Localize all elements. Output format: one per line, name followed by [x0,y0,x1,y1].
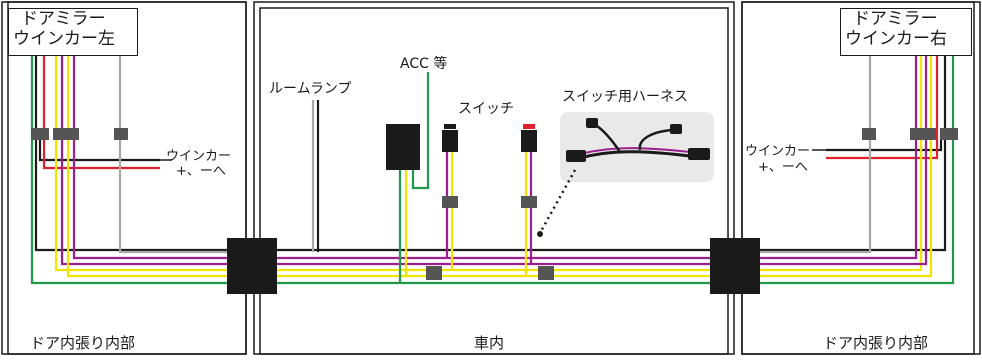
wire-magenta-left-2 [72,55,235,260]
wire-acc-green [411,72,430,190]
wire-black-left [34,55,235,252]
connector-main-2 [538,266,554,280]
wire-red-left [42,55,160,170]
mirror-right-box: ドアミラー ウインカー右 [840,8,972,56]
mirror-left-box: ドアミラー ウインカー左 [8,8,138,56]
harness-plug-right [688,148,710,160]
right-connectors [862,128,958,140]
door-right-label: ドア内張り内部 [823,334,928,352]
winker-right-label-line1: ウインカー [745,144,810,159]
harness-cable-magenta [579,147,691,155]
wire-magenta-right-1 [752,55,928,266]
harness-pointer-line [538,169,577,234]
connector-left-1 [31,128,49,140]
junction-block-right [710,238,760,294]
switch-harness-label: スイッチ用ハーネス [562,89,688,105]
acc-label: ACC 等 [400,55,447,72]
connector-left-2 [53,128,79,140]
switch-1-body [442,130,458,152]
wire-yellow-left-1 [54,55,235,272]
winker-left-label-line2: +、ーへ [176,164,226,179]
mirror-right-line2: ウインカー右 [845,29,947,49]
connector-switch-2 [521,196,537,208]
winker-right-label-line2: +、ーへ [758,160,808,175]
left-connectors [31,128,128,140]
wire-gray-right [752,55,872,254]
panel-center-inner [259,7,729,355]
connector-right-1 [862,128,876,140]
center-harness [250,72,736,285]
connector-switch-1 [442,196,458,208]
wire-red-right [826,55,939,160]
switch-2-body [521,130,537,152]
junction-block-left [227,238,277,294]
acc-relay-box [386,124,420,170]
harness-photo-bg [560,112,714,182]
switch-1-cap [444,124,456,129]
wire-magenta-right-2 [752,55,918,260]
room-lamp-label: ルームランプ [269,81,351,97]
wire-gray-left [118,55,235,254]
switch-2-cap [523,124,535,129]
wire-yellow-right-1 [752,55,923,272]
switch-label: スイッチ [458,101,514,117]
switch-1 [442,124,458,152]
mirror-right-line1: ドアミラー [853,9,938,29]
interior-label: 車内 [474,334,504,352]
harness-cable-main [579,150,691,160]
winker-left-label-line1: ウインカー [166,149,231,164]
mirror-left-line2: ウインカー左 [13,29,115,49]
panel-borders [1,1,981,355]
wire-magenta-left-1 [60,55,235,266]
panel-left-inner [7,1,247,355]
mirror-left-line1: ドアミラー [21,9,106,29]
connector-left-3 [114,128,128,140]
harness-branch-right [638,128,673,151]
door-left-label: ドア内張り内部 [30,334,135,352]
connector-right-3 [940,128,958,140]
switch-harness-photo [560,112,714,182]
connector-right-2 [910,128,936,140]
wire-black-right [752,55,947,252]
panel-right-inner [741,1,975,355]
harness-plug-top-right [670,124,682,134]
switch-2 [521,124,537,152]
harness-pointer-dot [537,231,543,237]
connector-main-1 [426,266,442,280]
harness-plug-top-left [586,118,598,128]
center-connectors [426,196,554,280]
harness-plug-left [566,150,586,162]
